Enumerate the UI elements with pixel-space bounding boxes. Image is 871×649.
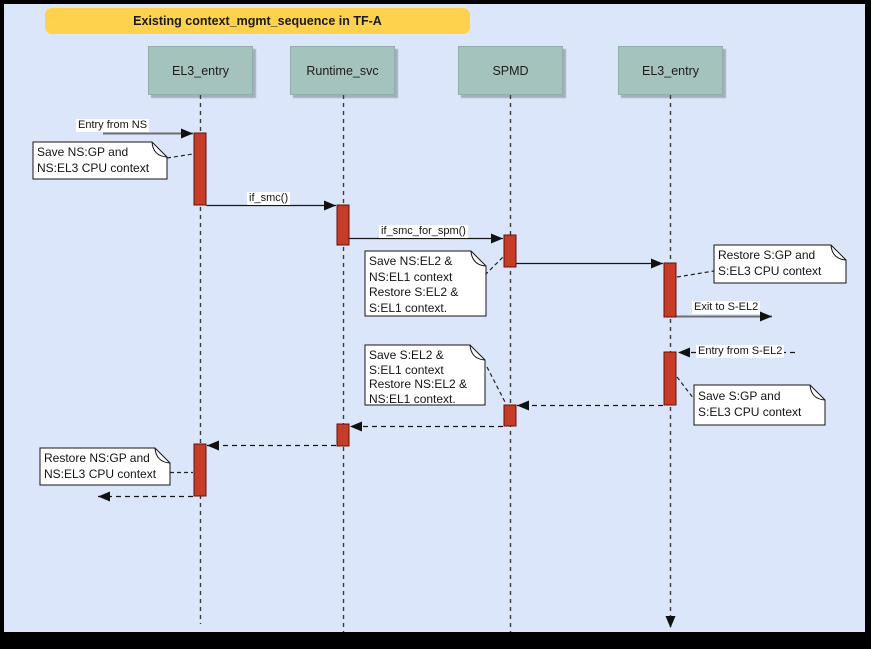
lifeline-header-el3-entry-1[interactable]: EL3_entry <box>148 46 253 95</box>
message-label-exit-to-s-el2: Exit to S-EL2 <box>692 301 761 314</box>
lifeline-label: Runtime_svc <box>306 63 379 78</box>
lifeline-label: EL3_entry <box>642 63 699 78</box>
note-save-ns-el2: Save NS:EL2 & NS:EL1 context Restore S:E… <box>369 254 459 315</box>
lifeline-header-el3-entry-2[interactable]: EL3_entry <box>618 46 723 95</box>
message-label-if-smc: if_smc() <box>247 192 291 205</box>
lifeline-header-runtime-svc[interactable]: Runtime_svc <box>290 46 395 95</box>
lifeline-header-spmd[interactable]: SPMD <box>458 46 563 95</box>
note-save-s-gp: Save S:GP and S:EL3 CPU context <box>698 389 802 419</box>
message-label-entry-from-ns: Entry from NS <box>76 119 150 132</box>
note-save-ns-gp: Save NS:GP and NS:EL3 CPU context <box>37 145 150 175</box>
lifeline-label: SPMD <box>492 63 529 78</box>
lifeline-label: EL3_entry <box>172 63 229 78</box>
diagram-title: Existing context_mgmt_sequence in TF-A <box>45 8 470 34</box>
note-restore-s-gp: Restore S:GP and S:EL3 CPU context <box>718 248 822 278</box>
message-label-if-smc-for-spm: if_smc_for_spm() <box>379 225 468 238</box>
note-save-s-el2: Save S:EL2 & S:EL1 context Restore NS:EL… <box>369 348 468 406</box>
diagram-canvas <box>4 4 865 632</box>
note-restore-ns-gp: Restore NS:GP and NS:EL3 CPU context <box>44 451 157 481</box>
message-label-entry-from-s-el2: Entry from S-EL2 <box>696 345 785 358</box>
